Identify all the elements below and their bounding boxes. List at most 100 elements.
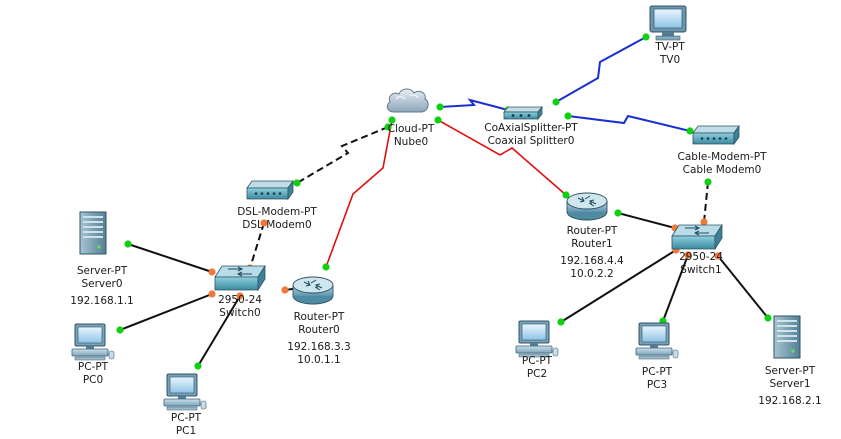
port-light-switch0: [208, 290, 216, 298]
device-type-label: Cloud-PT: [388, 123, 435, 135]
device-type-label: PC-PT: [171, 412, 202, 424]
device-name-label: Router1: [571, 238, 612, 250]
tv-icon: [649, 5, 687, 41]
link-cloud-dslmodem[interactable]: [296, 126, 389, 184]
device-ip-label: 192.168.3.3: [287, 341, 350, 353]
link-router1-switch1[interactable]: [617, 212, 676, 229]
device-type-label: DSL-Modem-PT: [237, 206, 317, 218]
port-light-switch1: [700, 218, 708, 226]
port-light-switch1: [714, 252, 722, 260]
link-cablemodem-switch1[interactable]: [703, 181, 709, 223]
device-type-label: Router-PT: [567, 225, 618, 237]
link-pc3-switch1[interactable]: [662, 254, 689, 322]
device-type-label: TV-PT: [654, 41, 685, 53]
pc-icon: [163, 373, 207, 411]
link-cloud-router1[interactable]: [437, 119, 567, 196]
device-name-label: DSL Modem0: [242, 219, 311, 231]
link-splitter-tv[interactable]: [555, 36, 647, 103]
port-light-cloud: [384, 123, 392, 131]
cloud-icon: [386, 88, 429, 113]
device-ip-label: 10.0.2.2: [570, 268, 613, 280]
device-name-label: TV0: [659, 54, 680, 66]
port-light-cloud: [434, 116, 442, 124]
modem-icon: [246, 180, 294, 200]
port-light-pc2: [557, 318, 565, 326]
device-type-label: CoAxialSplitter-PT: [484, 122, 578, 134]
pc-icon: [71, 323, 115, 361]
splitter-icon: [503, 106, 543, 120]
link-server0-switch0[interactable]: [127, 243, 213, 273]
server-icon: [79, 211, 107, 255]
device-ip-label: 192.168.4.4: [560, 255, 624, 267]
device-name-label: PC3: [647, 379, 667, 391]
link-server1-switch1[interactable]: [717, 255, 769, 319]
device-name-label: Nube0: [394, 136, 428, 148]
link-cloud-router0[interactable]: [325, 119, 393, 268]
device-name-label: Cable Modem0: [683, 164, 762, 176]
link-pc2-switch1[interactable]: [560, 249, 677, 323]
device-name-label: Server0: [81, 278, 122, 290]
router-icon: [292, 276, 334, 305]
server-icon: [773, 315, 801, 359]
port-light-router1: [562, 191, 570, 199]
device-name-label: Switch0: [219, 307, 260, 319]
device-type-label: PC-PT: [78, 361, 109, 373]
port-light-server0: [124, 240, 132, 248]
link-cloud-splitter[interactable]: [439, 98, 509, 111]
port-light-switch1: [684, 251, 692, 259]
port-light-router0: [322, 263, 330, 271]
device-name-label: Router0: [298, 324, 339, 336]
device-type-label: Server-PT: [765, 365, 816, 377]
device-name-label: PC1: [176, 425, 196, 437]
device-type-label: Cable-Modem-PT: [678, 151, 768, 163]
device-name-label: PC0: [83, 374, 103, 386]
link-dslmodem-switch0[interactable]: [249, 222, 265, 269]
device-ip-label: 192.168.2.1: [758, 395, 821, 407]
router-icon: [566, 192, 608, 221]
pc-icon: [635, 322, 679, 360]
modem-icon: [692, 125, 740, 145]
port-light-dslmodem: [260, 219, 268, 227]
port-light-cloud: [388, 116, 396, 124]
ports-layer: [116, 33, 772, 370]
device-name-label: PC2: [527, 368, 547, 380]
device-type-label: Server-PT: [77, 265, 128, 277]
device-name-label: Coaxial Splitter0: [488, 135, 575, 147]
device-type-label: Router-PT: [294, 311, 345, 323]
port-light-pc1: [194, 362, 202, 370]
port-light-tv: [642, 33, 650, 41]
link-pc0-switch0[interactable]: [119, 293, 213, 331]
port-light-cloud: [436, 103, 444, 111]
link-pc1-switch0[interactable]: [197, 295, 241, 367]
links-layer: [119, 36, 769, 367]
port-light-router0: [281, 286, 289, 294]
device-ip-label: 192.168.1.1: [70, 295, 133, 307]
port-light-dslmodem: [293, 179, 301, 187]
port-light-cablemodem: [704, 178, 712, 186]
port-light-switch0: [236, 292, 244, 300]
device-type-label: PC-PT: [522, 355, 553, 367]
device-type-label: 2950-24: [679, 251, 723, 263]
device-name-label: Server1: [769, 378, 810, 390]
device-type-label: PC-PT: [642, 366, 673, 378]
port-light-splitter: [552, 98, 560, 106]
device-name-label: Switch1: [680, 264, 721, 276]
port-light-cablemodem: [686, 127, 694, 135]
link-splitter-cablemodem[interactable]: [567, 114, 691, 132]
